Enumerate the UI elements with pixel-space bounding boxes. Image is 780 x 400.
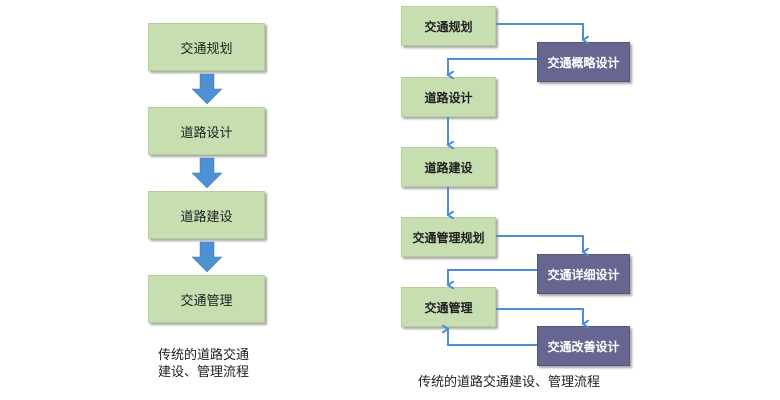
arrow-outline-to-design bbox=[448, 58, 537, 75]
left-caption-line1: 传统的道路交通 bbox=[158, 348, 250, 363]
side-step-detailed-design: 交通详细设计 bbox=[537, 254, 630, 294]
side-step-label: 交通详细设计 bbox=[547, 267, 620, 282]
right-step-label: 道路设计 bbox=[424, 90, 473, 105]
arrow-detailed-to-management bbox=[448, 269, 537, 285]
right-step-traffic-planning: 交通规划 bbox=[401, 6, 496, 46]
side-step-label: 交通改善设计 bbox=[547, 339, 620, 354]
left-step-road-design: 道路设计 bbox=[148, 107, 265, 155]
left-arrow-1 bbox=[191, 73, 223, 105]
right-step-label: 道路建设 bbox=[424, 160, 473, 175]
left-caption: 传统的道路交通 建设、管理流程 bbox=[158, 347, 249, 381]
right-step-traffic-management: 交通管理 bbox=[401, 287, 496, 327]
left-arrow-3 bbox=[191, 241, 223, 273]
right-step-traffic-management-planning: 交通管理规划 bbox=[401, 217, 496, 257]
left-step-traffic-management: 交通管理 bbox=[148, 275, 265, 323]
arrow-planning-to-outline bbox=[496, 23, 583, 40]
right-step-label: 交通管理 bbox=[424, 300, 473, 315]
right-step-label: 交通管理规划 bbox=[412, 230, 485, 245]
left-step-label: 交通规划 bbox=[180, 41, 233, 57]
left-step-label: 道路建设 bbox=[180, 209, 233, 225]
left-caption-line2: 建设、管理流程 bbox=[158, 365, 250, 380]
left-step-label: 交通管理 bbox=[180, 293, 233, 309]
side-step-label: 交通概略设计 bbox=[547, 55, 620, 70]
arrow-management-to-improvement bbox=[496, 308, 583, 324]
left-step-traffic-planning: 交通规划 bbox=[148, 23, 265, 71]
left-step-road-construction: 道路建设 bbox=[148, 191, 265, 239]
arrow-improvement-to-management bbox=[448, 329, 537, 346]
arrow-mgmt-planning-to-detailed bbox=[496, 235, 583, 252]
right-step-road-construction: 道路建设 bbox=[401, 147, 496, 187]
right-caption: 传统的道路交通建设、管理流程 bbox=[418, 375, 601, 390]
right-step-label: 交通规划 bbox=[424, 19, 473, 34]
left-arrow-2 bbox=[191, 157, 223, 189]
side-step-outline-design: 交通概略设计 bbox=[537, 42, 630, 82]
left-step-label: 道路设计 bbox=[180, 125, 233, 141]
